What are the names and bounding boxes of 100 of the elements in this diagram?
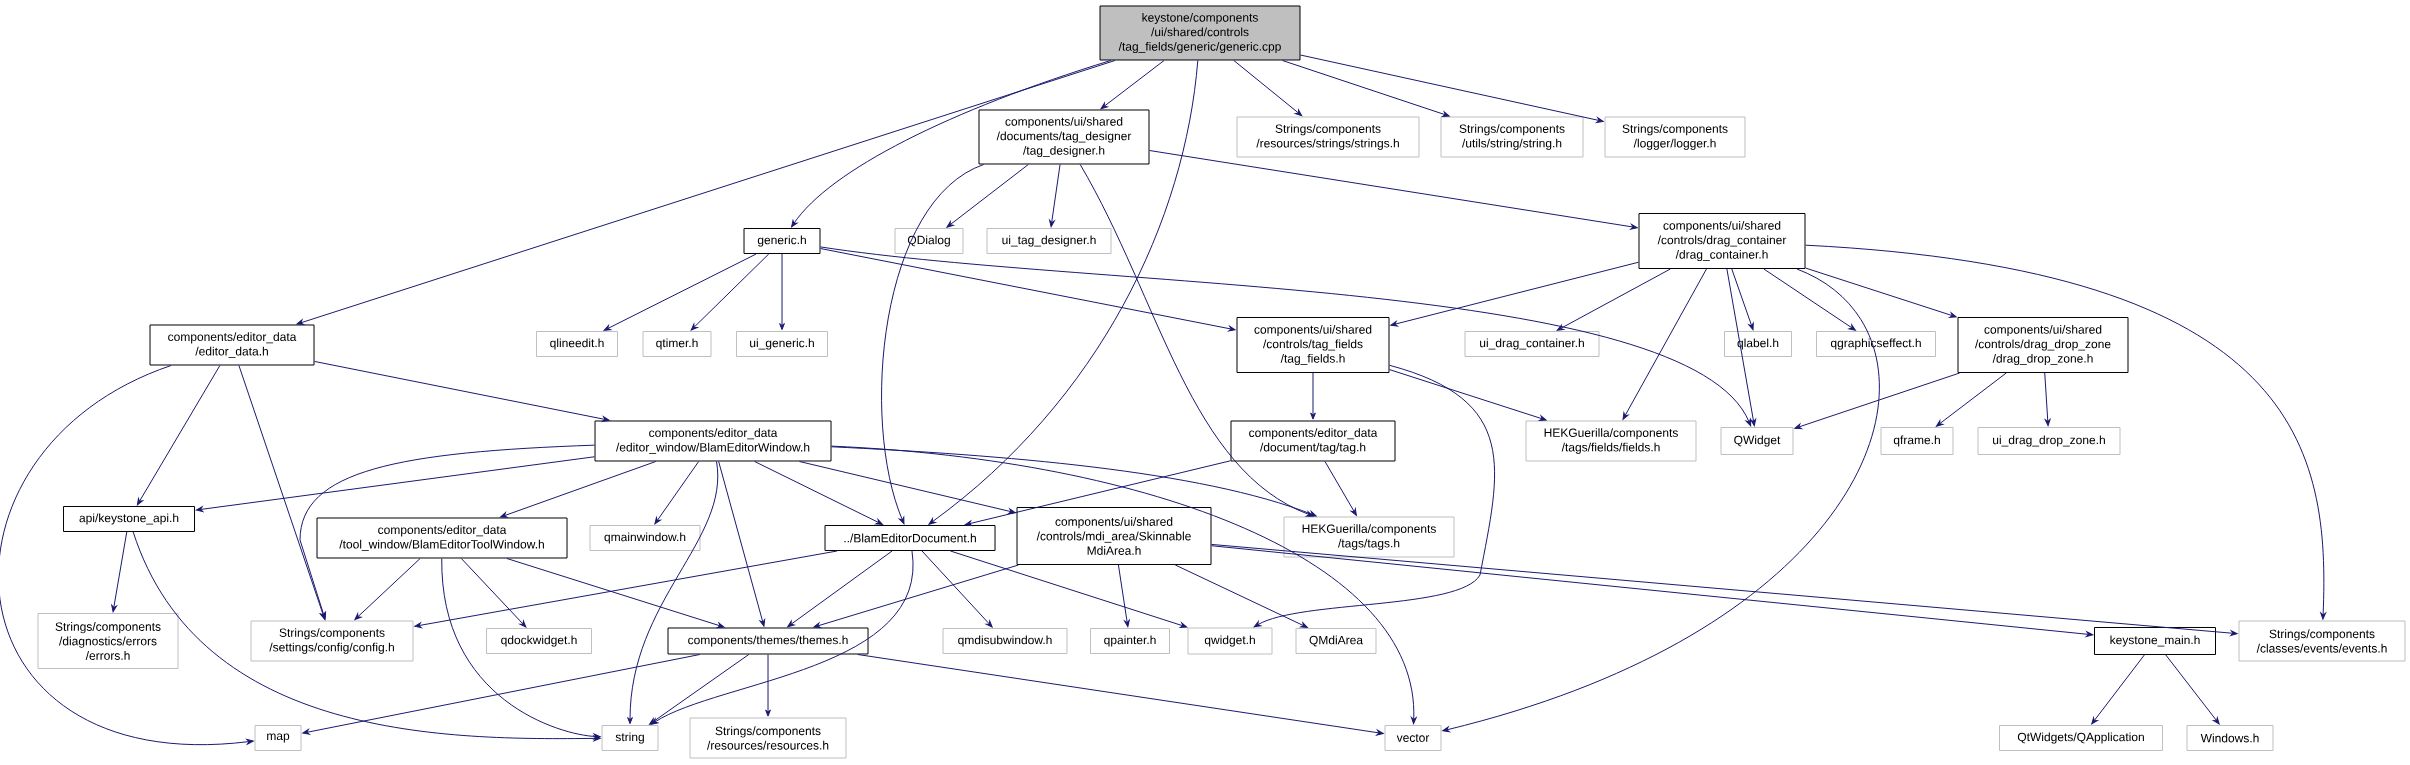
arrow [354, 558, 421, 621]
file-box: qframe.h [1880, 427, 1954, 455]
arrow [1763, 268, 1856, 331]
file-box: Strings/components /resources/resources.h [689, 717, 847, 759]
arrow [1805, 267, 1957, 318]
arrow [798, 461, 1016, 515]
file-box: qmainwindow.h [589, 525, 701, 551]
arrow [650, 550, 913, 725]
arrow [718, 461, 766, 627]
file-box: Strings/components /resources/strings/strings.h [1236, 116, 1420, 158]
file-box: Strings/components /diagnostics/errors /errors.h [37, 613, 179, 669]
file-box: qwidget.h [1187, 627, 1273, 655]
arrow [414, 550, 838, 629]
arrow [1389, 369, 1547, 421]
arrow [921, 550, 993, 628]
arrow [813, 564, 1019, 629]
file-box: keystone_main.h [2094, 627, 2216, 655]
file-box: Strings/components /settings/config/config.h [250, 620, 414, 662]
file-box: ui_generic.h [736, 331, 828, 357]
arrow [314, 360, 610, 422]
file-box: components/ui/shared /controls/drag_container /drag_container.h [1638, 213, 1806, 269]
arrow [787, 550, 893, 628]
arrow [132, 531, 601, 742]
arrow [964, 460, 1231, 527]
arrow [2044, 372, 2051, 427]
file-box: components/ui/shared /controls/tag_fields /tag_fields.h [1236, 317, 1390, 373]
file-box: ui_drag_drop_zone.h [1977, 427, 2121, 455]
file-box: string [601, 725, 659, 751]
file-box: qmdisubwindow.h [942, 628, 1068, 654]
file-box: components/editor_data /document/tag/tag.h [1230, 420, 1396, 462]
arrow [779, 253, 785, 331]
arrow [928, 60, 1199, 525]
file-box: qtimer.h [642, 331, 712, 357]
arrow [506, 558, 725, 628]
arrow [460, 558, 527, 628]
arrow [946, 164, 1029, 228]
file-box: qpainter.h [1090, 628, 1170, 654]
arrow [1211, 545, 2094, 638]
arrow [820, 246, 1752, 427]
arrow [195, 456, 595, 513]
file-box: components/editor_data /editor_window/BlamEditorWindow.h [594, 420, 832, 462]
file-box: ui_tag_designer.h [986, 228, 1112, 254]
arrow [857, 654, 1384, 736]
arrow [1100, 60, 1165, 110]
arrow [765, 654, 771, 717]
file-box: HEKGuerilla/components /tags/tags.h [1283, 516, 1455, 558]
arrow [1442, 268, 1880, 733]
arrow [1233, 60, 1303, 117]
arrow [754, 461, 883, 525]
arrow [500, 461, 657, 518]
arrow [1622, 268, 1707, 420]
file-box: qlineedit.h [536, 331, 618, 357]
file-box: components/editor_data /editor_data.h [149, 324, 315, 366]
arrow [0, 365, 254, 745]
arrow [654, 461, 700, 525]
arrow [136, 365, 221, 506]
file-box: QMdiArea [1295, 628, 1377, 654]
arrow [1935, 372, 2007, 427]
arrow [881, 164, 985, 525]
file-box: vector [1384, 725, 1442, 751]
arrow [949, 550, 1188, 628]
arrow [441, 558, 601, 740]
arrow [1726, 268, 1757, 427]
arrow [1300, 54, 1604, 123]
arrow [1174, 564, 1308, 628]
arrow [831, 446, 1317, 517]
arrow [1149, 150, 1638, 230]
file-box: generic.h [743, 228, 821, 254]
arrow [627, 461, 719, 725]
arrow [299, 444, 595, 620]
arrow [820, 248, 1236, 332]
file-box: api/keystone_api.h [63, 506, 195, 532]
arrow [603, 253, 757, 331]
file-box: ui_drag_container.h [1464, 331, 1600, 357]
arrow [1049, 164, 1061, 228]
file-box: components/ui/shared /documents/tag_designer /tag_designer.h [978, 109, 1150, 165]
arrow [791, 60, 1112, 228]
file-box: keystone/components /ui/shared/controls /tag_fields/generic/generic.cpp [1099, 5, 1301, 61]
arrow [649, 654, 750, 725]
file-box: QWidget [1720, 427, 1794, 455]
file-box: QtWidgets/QApplication [1999, 725, 2163, 751]
arrow [238, 365, 326, 620]
arrow [1211, 543, 2238, 636]
arrow [1794, 372, 1961, 430]
file-box: components/editor_data /tool_window/BlamEditorToolWindow.h [316, 517, 568, 559]
arrow [1324, 461, 1357, 516]
arrow [1805, 244, 2327, 620]
file-box: Strings/components /logger/logger.h [1604, 116, 1746, 158]
arrow [2091, 654, 2145, 725]
file-box: Strings/components /classes/events/events.h [2238, 620, 2406, 662]
arrow [690, 253, 770, 331]
arrow [111, 531, 128, 613]
file-box: qgraphicseffect.h [1816, 331, 1936, 357]
arrow [296, 60, 1116, 325]
arrow [1556, 268, 1671, 331]
file-box: components/ui/shared /controls/mdi_area/Skinnable MdiArea.h [1016, 507, 1212, 565]
file-box: ../BlamEditorDocument.h [824, 525, 996, 551]
file-box: QDialog [894, 228, 964, 254]
file-box: components/themes/themes.h [667, 627, 869, 655]
file-box: map [254, 725, 302, 751]
